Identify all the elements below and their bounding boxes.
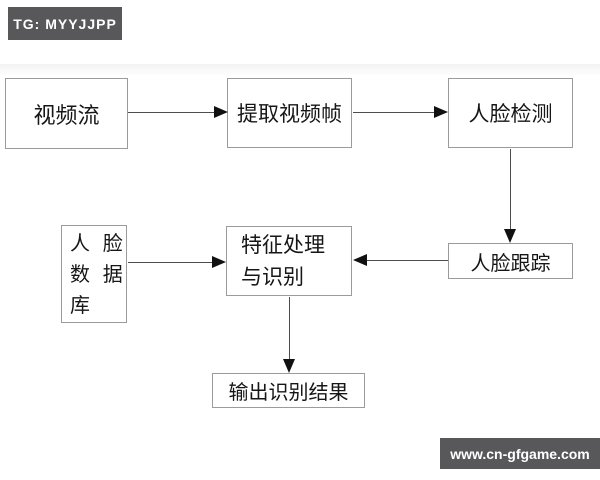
arrowhead-right-icon [434, 106, 448, 118]
flow-node-face-tracking: 人脸跟踪 [448, 243, 573, 279]
node-label: 提取视频帧 [237, 102, 342, 126]
connector-feature-to-output [289, 297, 290, 359]
telegram-badge: TG: MYYJJPP [8, 7, 122, 40]
node-label: 视频流 [33, 103, 100, 129]
flow-node-feature-processing: 特征处理 与识别 [226, 226, 352, 296]
arrowhead-down-icon [504, 229, 516, 243]
node-label: 人脸检测 [468, 102, 553, 126]
background-band [0, 64, 600, 76]
flow-node-output-result: 输出识别结果 [212, 373, 365, 408]
connector-db-to-feature [128, 262, 212, 263]
arrowhead-right-icon [214, 106, 228, 118]
node-label-line: 库 [70, 292, 90, 317]
flow-node-video-stream: 视频流 [5, 78, 128, 149]
connector-track-to-feature [367, 260, 448, 261]
connector-video-to-extract [128, 112, 214, 113]
connector-detect-to-track [510, 149, 511, 229]
node-label-line: 特征处理 [241, 233, 325, 257]
node-label-line: 人 脸 [70, 230, 123, 255]
node-label: 人脸跟踪 [470, 250, 551, 275]
arrowhead-right-icon [212, 256, 226, 268]
node-label-line: 与识别 [241, 265, 304, 289]
website-watermark: www.cn-gfgame.com [440, 438, 600, 469]
flow-node-face-detection: 人脸检测 [448, 78, 573, 148]
flow-node-extract-frames: 提取视频帧 [227, 78, 352, 148]
arrowhead-left-icon [353, 254, 367, 266]
arrowhead-down-icon [283, 359, 295, 373]
node-label-line: 数 据 [70, 261, 123, 286]
connector-extract-to-detect [353, 112, 434, 113]
node-label: 输出识别结果 [228, 380, 349, 404]
flow-node-face-database: 人 脸 数 据 库 [61, 225, 127, 323]
